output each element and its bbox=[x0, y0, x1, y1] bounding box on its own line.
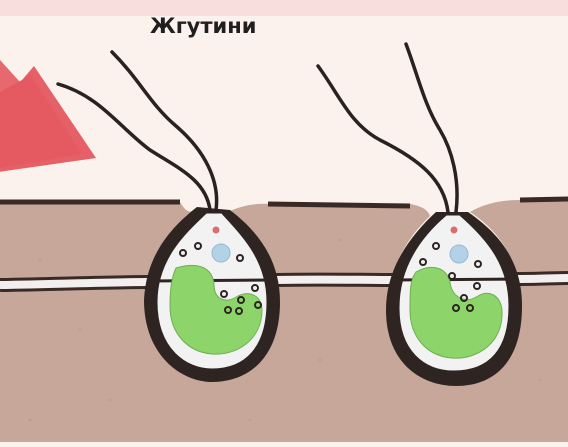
flagellum-icon bbox=[58, 52, 217, 210]
flagellum-icon bbox=[318, 44, 457, 212]
arrow-icon bbox=[0, 60, 82, 168]
flagella-label: Жгутини bbox=[150, 14, 300, 38]
